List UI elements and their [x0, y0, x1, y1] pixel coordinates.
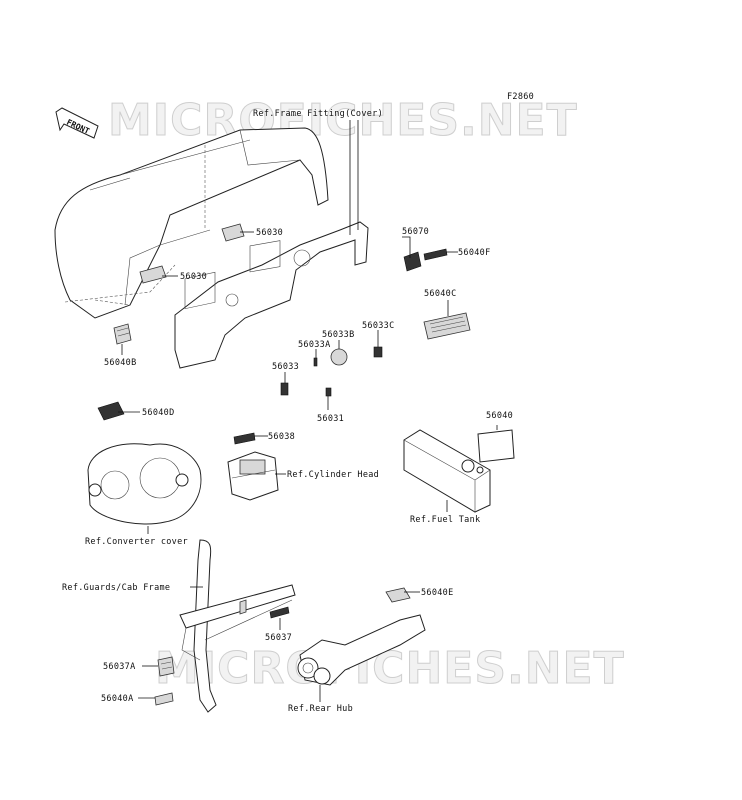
- decal-56070: [403, 251, 422, 272]
- frame-cover-drawing: [54, 127, 329, 319]
- label-56033A: 56033A: [298, 340, 331, 350]
- label-56030-upper: 56030: [256, 228, 283, 238]
- label-56033: 56033: [272, 362, 299, 372]
- watermark-top: MICROFICHES.NET: [108, 95, 578, 146]
- rear-hub-drawing: [297, 587, 426, 686]
- decal-56040F: [423, 248, 448, 261]
- label-56033C: 56033C: [362, 321, 395, 331]
- label-56040D: 56040D: [142, 408, 175, 418]
- decal-56030-lower: [139, 265, 167, 284]
- label-56040F: 56040F: [458, 248, 491, 258]
- decal-56033: [280, 382, 289, 396]
- label-56040A: 56040A: [101, 694, 134, 704]
- label-ref-cylinder-head: Ref.Cylinder Head: [287, 470, 379, 480]
- label-56040C: 56040C: [424, 289, 457, 299]
- label-56040E: 56040E: [421, 588, 454, 598]
- decal-56033B: [330, 348, 348, 366]
- label-ref-frame-fitting: Ref.Frame Fitting(Cover): [253, 109, 383, 119]
- dash-panel-drawing: [174, 221, 369, 369]
- label-ref-guards-cab-frame: Ref.Guards/Cab Frame: [62, 583, 170, 593]
- cylinder-head-drawing: [227, 432, 279, 501]
- label-ref-fuel-tank: Ref.Fuel Tank: [410, 515, 480, 525]
- label-56038: 56038: [268, 432, 295, 442]
- decal-56040B: [113, 323, 132, 345]
- decal-56031: [325, 387, 332, 397]
- leader-lines: [118, 120, 498, 702]
- decal-56040A: [154, 692, 174, 706]
- decal-56030-upper: [221, 223, 245, 242]
- decal-56040C: [423, 312, 471, 340]
- label-56037A: 56037A: [103, 662, 136, 672]
- label-56033B: 56033B: [322, 330, 355, 340]
- label-56031: 56031: [317, 414, 344, 424]
- label-56030-lower: 56030: [180, 272, 207, 282]
- fuel-tank-drawing: [403, 429, 515, 513]
- label-56037: 56037: [265, 633, 292, 643]
- figure-code: F2860: [507, 92, 534, 102]
- label-ref-rear-hub: Ref.Rear Hub: [288, 704, 353, 714]
- label-56040B: 56040B: [104, 358, 137, 368]
- label-ref-converter-cover: Ref.Converter cover: [85, 537, 188, 547]
- cab-frame-drawing: [179, 539, 296, 713]
- decal-56037A: [157, 656, 175, 677]
- label-56040: 56040: [486, 411, 513, 421]
- decal-56033A: [313, 357, 318, 367]
- converter-cover-drawing: [87, 401, 202, 525]
- decal-56037: [269, 606, 290, 619]
- decal-56033C: [373, 346, 383, 358]
- front-arrow-icon: FRONT: [55, 107, 99, 139]
- watermark-bottom: MICROFICHES.NET: [155, 643, 625, 694]
- label-56070: 56070: [402, 227, 429, 237]
